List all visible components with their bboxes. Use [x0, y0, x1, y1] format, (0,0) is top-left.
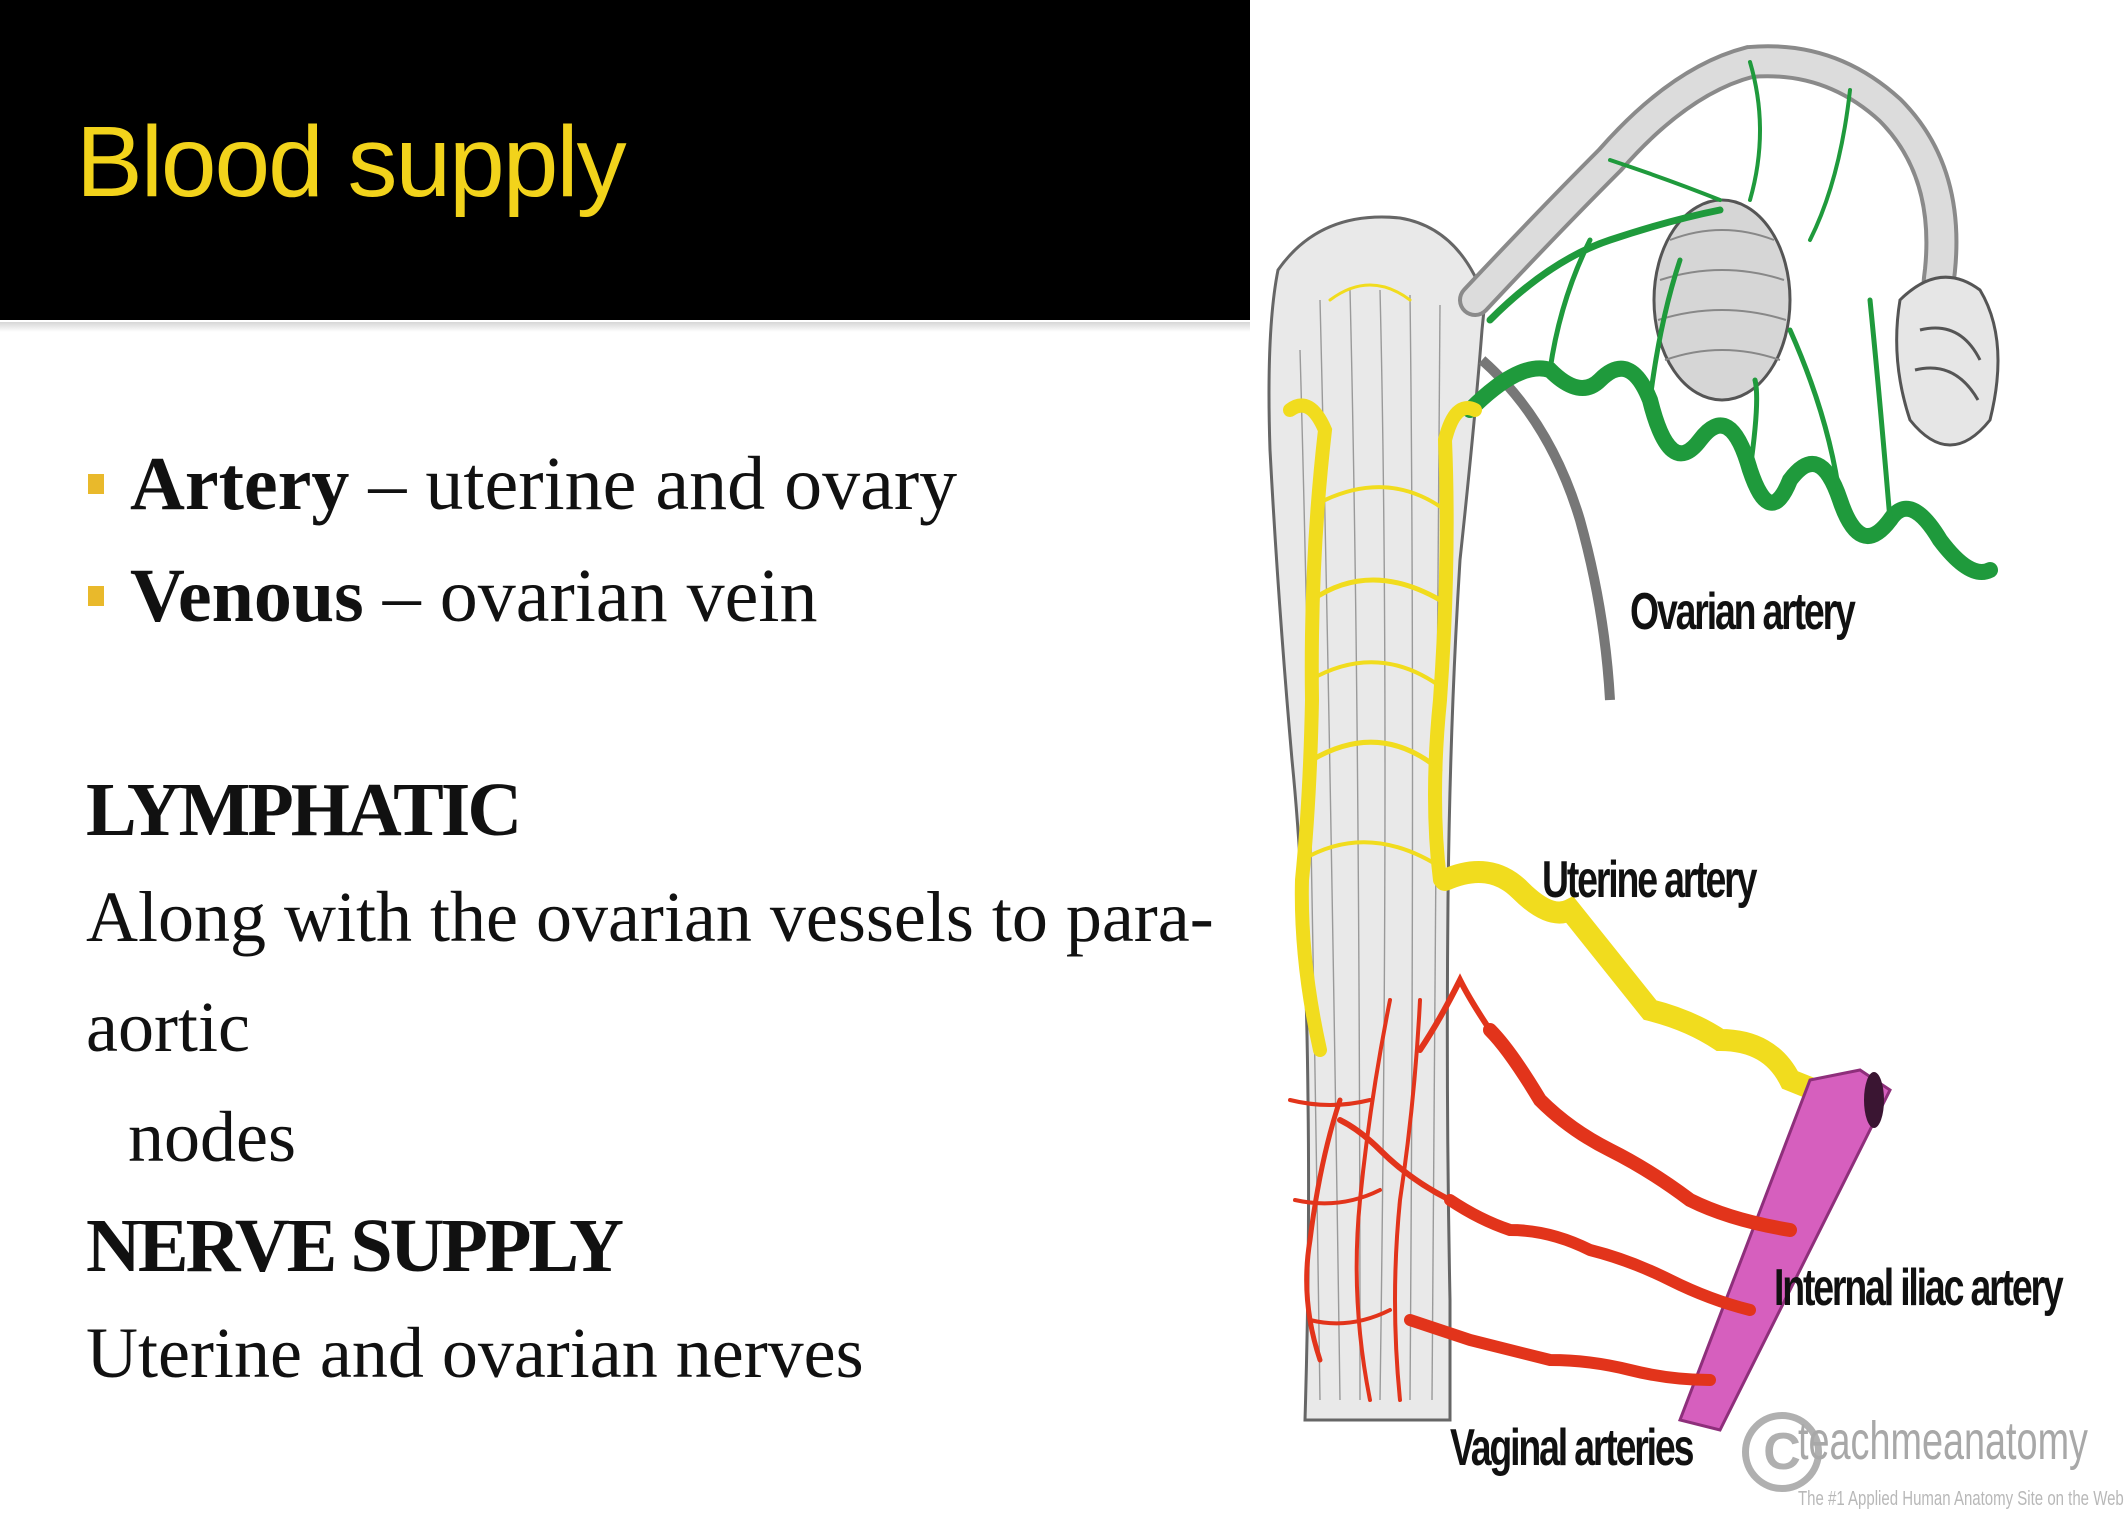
label-internal-iliac-artery: Internal iliac artery: [1774, 1259, 2064, 1317]
bullet-item-venous: Venous – ovarian vein: [88, 552, 957, 664]
uterus-vessels-illustration: [1267, 44, 2000, 1432]
anatomy-figure: Ovarian artery Uterine artery Internal i…: [1250, 0, 2124, 1536]
bullet-text: – ovarian vein: [363, 554, 818, 638]
copyright-icon: C: [1742, 1412, 1822, 1492]
label-uterine-artery: Uterine artery: [1542, 851, 1757, 909]
bullet-square-icon: [88, 474, 104, 494]
bullet-list: Artery – uterine and ovary Venous – ovar…: [88, 440, 957, 664]
uterine-artery-vessels: [1283, 283, 1826, 1101]
label-vaginal-arteries: Vaginal arteries: [1450, 1419, 1694, 1477]
bullet-term: Venous: [130, 554, 364, 638]
vaginal-arteries-vessels: [1288, 973, 1797, 1402]
fimbriae: [1895, 275, 2000, 447]
internal-iliac-artery-vessel: [1677, 1068, 1892, 1432]
label-ovarian-artery: Ovarian artery: [1630, 583, 1856, 641]
lymphatic-body: Along with the ovarian vessels to para-a…: [86, 862, 1236, 1192]
bullet-item-artery: Artery – uterine and ovary: [88, 440, 957, 552]
bullet-square-icon: [88, 586, 104, 606]
bullet-term: Artery: [130, 442, 350, 526]
broad-ligament: [1478, 356, 1615, 701]
nerve-supply-heading: NERVE SUPPLY: [86, 1204, 624, 1288]
watermark-name: teachmeanatomy: [1798, 1411, 2088, 1471]
nerve-supply-body: Uterine and ovarian nerves: [86, 1313, 864, 1393]
lymphatic-line-2: nodes: [128, 1097, 296, 1177]
slide-title: Blood supply: [76, 106, 627, 218]
watermark-tagline: The #1 Applied Human Anatomy Site on the…: [1798, 1488, 2124, 1510]
ovarian-artery-vessels: [1462, 60, 1998, 580]
lymphatic-line-1: Along with the ovarian vessels to para-a…: [86, 877, 1214, 1067]
title-divider: [0, 322, 1250, 332]
title-bar: [0, 0, 1250, 320]
bullet-text: – uterine and ovary: [349, 442, 958, 526]
lymphatic-heading: LYMPHATIC: [86, 768, 522, 852]
